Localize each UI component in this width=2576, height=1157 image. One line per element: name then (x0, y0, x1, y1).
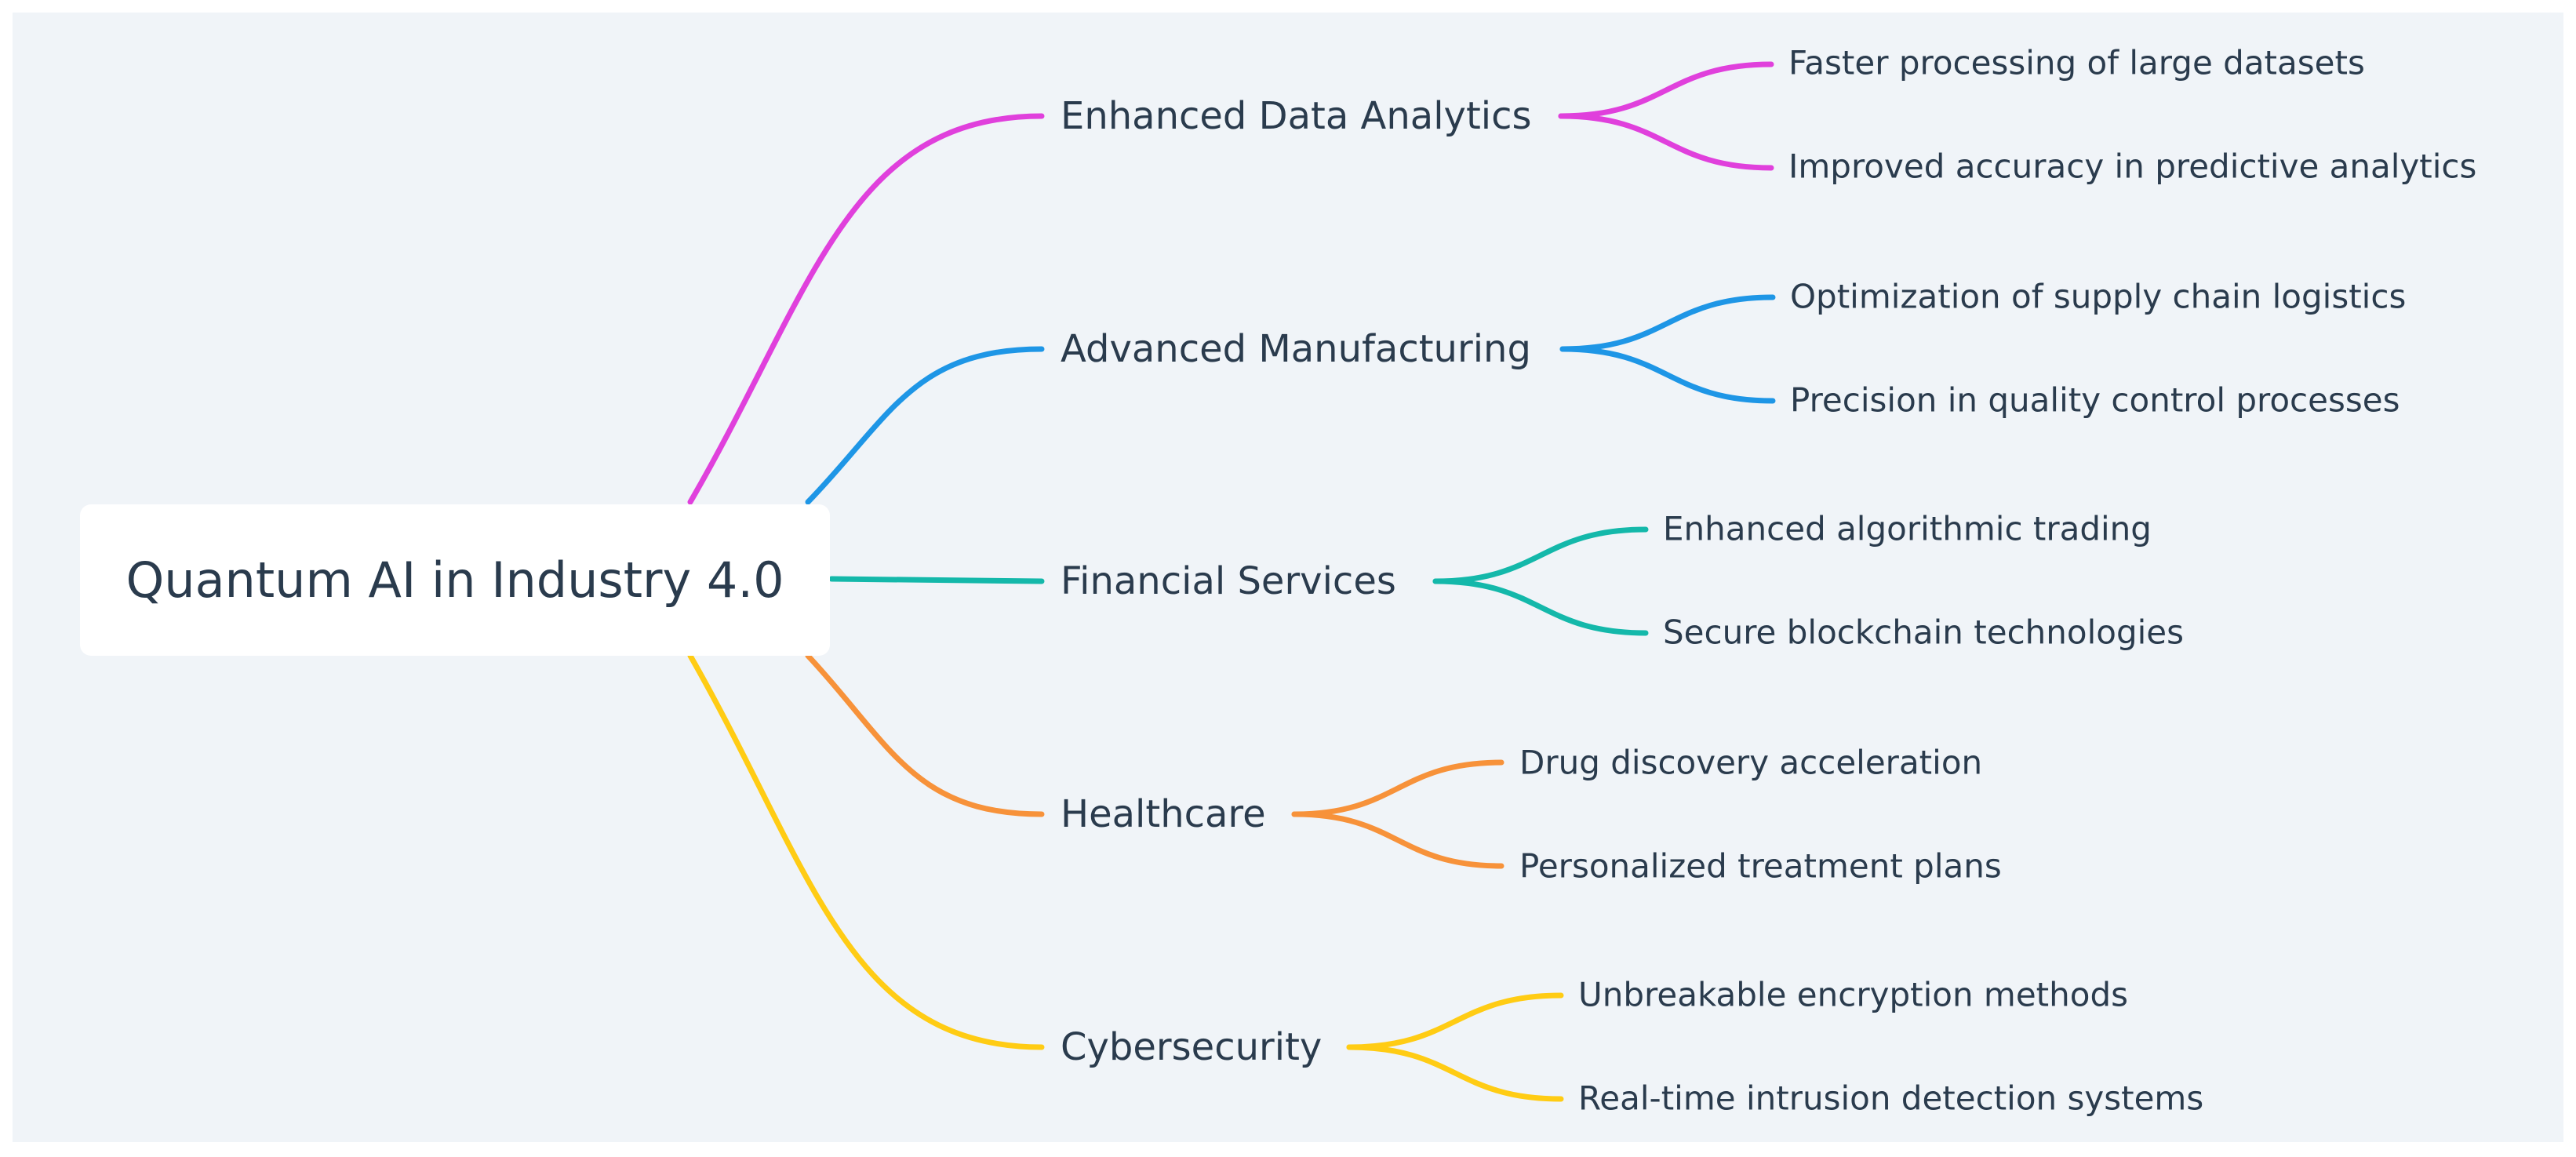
branch-connector-manufacturing (805, 346, 1045, 505)
leaf-node-algorithmic-trading[interactable]: Enhanced algorithmic trading (1663, 509, 2152, 548)
leaf-connector-manufacturing-2 (1559, 346, 1776, 404)
branch-node-financial[interactable]: Financial Services (1061, 559, 1396, 603)
leaf-node-improved-accuracy[interactable]: Improved accuracy in predictive analytic… (1788, 147, 2477, 186)
leaf-node-intrusion-detection[interactable]: Real-time intrusion detection systems (1578, 1079, 2204, 1118)
root-node[interactable]: Quantum AI in Industry 4.0 (80, 504, 830, 656)
leaf-node-treatment-plans[interactable]: Personalized treatment plans (1519, 846, 2002, 886)
leaf-connector-healthcare-2 (1291, 811, 1504, 869)
branch-connector-cybersecurity (687, 653, 1045, 1050)
leaf-connector-healthcare-1 (1291, 759, 1504, 817)
leaf-node-quality-control[interactable]: Precision in quality control processes (1790, 380, 2400, 420)
leaf-connector-manufacturing-1 (1559, 294, 1776, 352)
leaf-connector-cybersecurity-2 (1346, 1044, 1564, 1102)
leaf-connector-financial-1 (1432, 526, 1649, 584)
branch-node-manufacturing[interactable]: Advanced Manufacturing (1061, 327, 1531, 371)
leaf-node-blockchain[interactable]: Secure blockchain technologies (1663, 613, 2185, 652)
branch-connector-healthcare (805, 653, 1045, 817)
leaf-connector-cybersecurity-1 (1346, 992, 1564, 1050)
leaf-node-encryption[interactable]: Unbreakable encryption methods (1578, 975, 2128, 1014)
leaf-connector-financial-2 (1432, 578, 1649, 636)
root-node-label: Quantum AI in Industry 4.0 (126, 551, 784, 609)
leaf-connector-data-analytics-1 (1558, 61, 1774, 119)
branch-node-data-analytics[interactable]: Enhanced Data Analytics (1061, 94, 1532, 138)
leaf-connector-data-analytics-2 (1558, 113, 1774, 171)
leaf-node-supply-chain[interactable]: Optimization of supply chain logistics (1790, 277, 2407, 316)
branch-connector-data-analytics (687, 113, 1045, 505)
branch-node-healthcare[interactable]: Healthcare (1061, 792, 1266, 836)
branch-connector-financial (828, 576, 1045, 584)
leaf-node-faster-processing[interactable]: Faster processing of large datasets (1788, 43, 2365, 82)
branch-node-cybersecurity[interactable]: Cybersecurity (1061, 1025, 1323, 1069)
leaf-node-drug-discovery[interactable]: Drug discovery acceleration (1519, 743, 1983, 782)
